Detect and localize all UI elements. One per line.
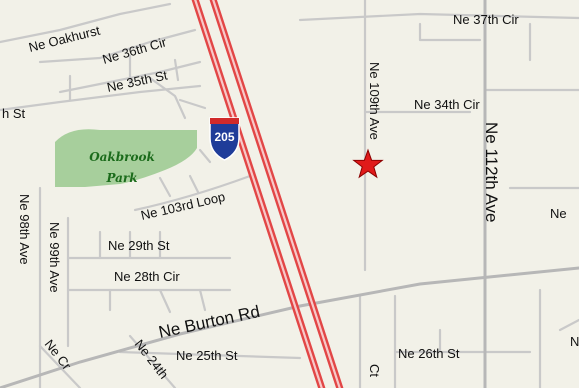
street-label-ne-103rd-loop: Ne 103rd Loop <box>139 189 226 223</box>
oakbrook-park-area <box>55 129 197 187</box>
street-label-h-st: h St <box>2 106 26 121</box>
street-label-ne-26th-st: Ne 26th St <box>398 346 460 361</box>
street-label-ne-34th-cir: Ne 34th Cir <box>414 97 480 112</box>
street-label-ne-37th-cir: Ne 37th Cir <box>453 12 519 27</box>
street-label-ne-29th-st: Ne 29th St <box>108 238 170 253</box>
street-label-ne-28th-cir: Ne 28th Cir <box>114 269 180 284</box>
street-label-ne-112th-ave: Ne 112th Ave <box>482 122 501 223</box>
star-icon[interactable] <box>352 148 384 179</box>
interstate-205 <box>191 0 344 388</box>
street-label-ct: Ct <box>367 364 382 377</box>
ne-burton-rd-line <box>0 266 579 388</box>
street-label-ne-oakhurst: Ne Oakhurst <box>27 23 102 55</box>
street-label-ne-99th-ave: Ne 99th Ave <box>47 222 62 293</box>
street-label-ne-109th-ave: Ne 109th Ave <box>367 62 382 140</box>
street-label-ne-right: Ne <box>550 206 567 221</box>
street-label-ne-burton-rd: Ne Burton Rd <box>157 302 262 342</box>
park-label-line1: Oakbrook <box>89 150 155 164</box>
street-label-ne-98th-ave: Ne 98th Ave <box>17 194 32 265</box>
highway-number: 205 <box>214 130 234 144</box>
street-label-ne-36th-cir: Ne 36th Cir <box>101 34 169 67</box>
interstate-shield-icon: 205 <box>209 117 240 161</box>
park-label-line2: Park <box>105 171 137 185</box>
street-label-n-right: N <box>570 334 579 349</box>
street-label-ne-25th-st: Ne 25th St <box>176 348 238 363</box>
